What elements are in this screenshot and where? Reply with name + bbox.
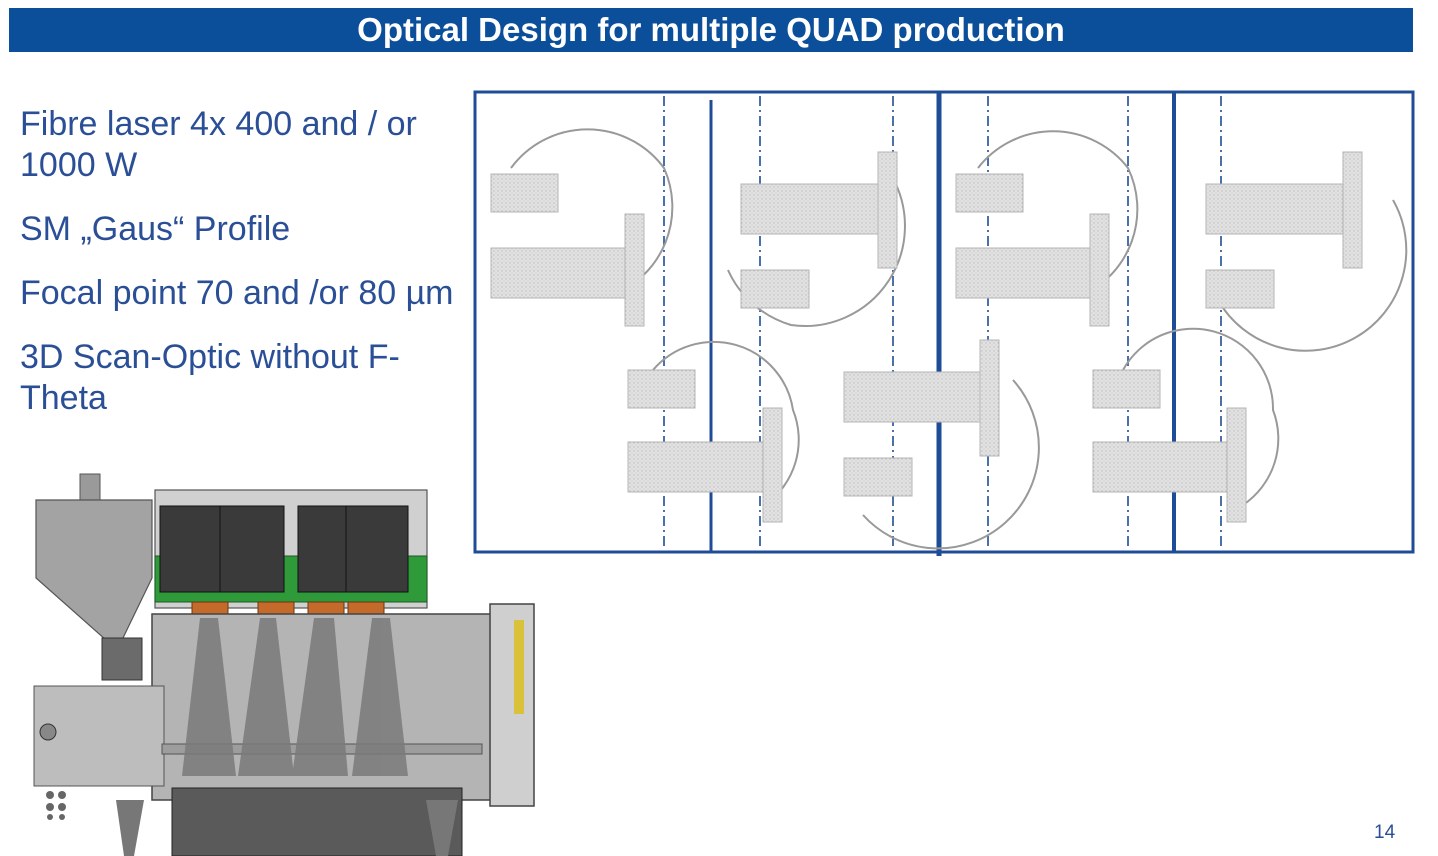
laser-beam-cones (182, 618, 408, 776)
diagram-frame (473, 90, 1415, 554)
quad-parts (490, 151, 1363, 523)
machine-base (171, 787, 463, 856)
hopper-pipe (79, 473, 101, 501)
bullet-laser: Fibre laser 4x 400 and / or 1000 W (20, 105, 417, 184)
side-door (489, 603, 535, 807)
bullet-list: Fibre laser 4x 400 and / or 1000 W SM „G… (20, 104, 460, 442)
scanner-heads (159, 505, 409, 593)
bullet-profile: SM „Gaus“ Profile (20, 210, 291, 248)
page-number: 14 (1374, 822, 1396, 843)
slide-title: Optical Design for multiple QUAD product… (9, 8, 1413, 52)
quad-layout-diagram (473, 90, 1415, 556)
rotation-arcs (510, 128, 1408, 550)
bullet-focal-point: Focal point 70 and /or 80 µm (20, 274, 454, 312)
lens-rings (191, 601, 385, 615)
bullet-scan-optic: 3D Scan-Optic without F-Theta (20, 338, 400, 417)
hopper (35, 499, 153, 641)
laser-machine-drawing (33, 473, 535, 856)
fasteners (46, 791, 66, 820)
